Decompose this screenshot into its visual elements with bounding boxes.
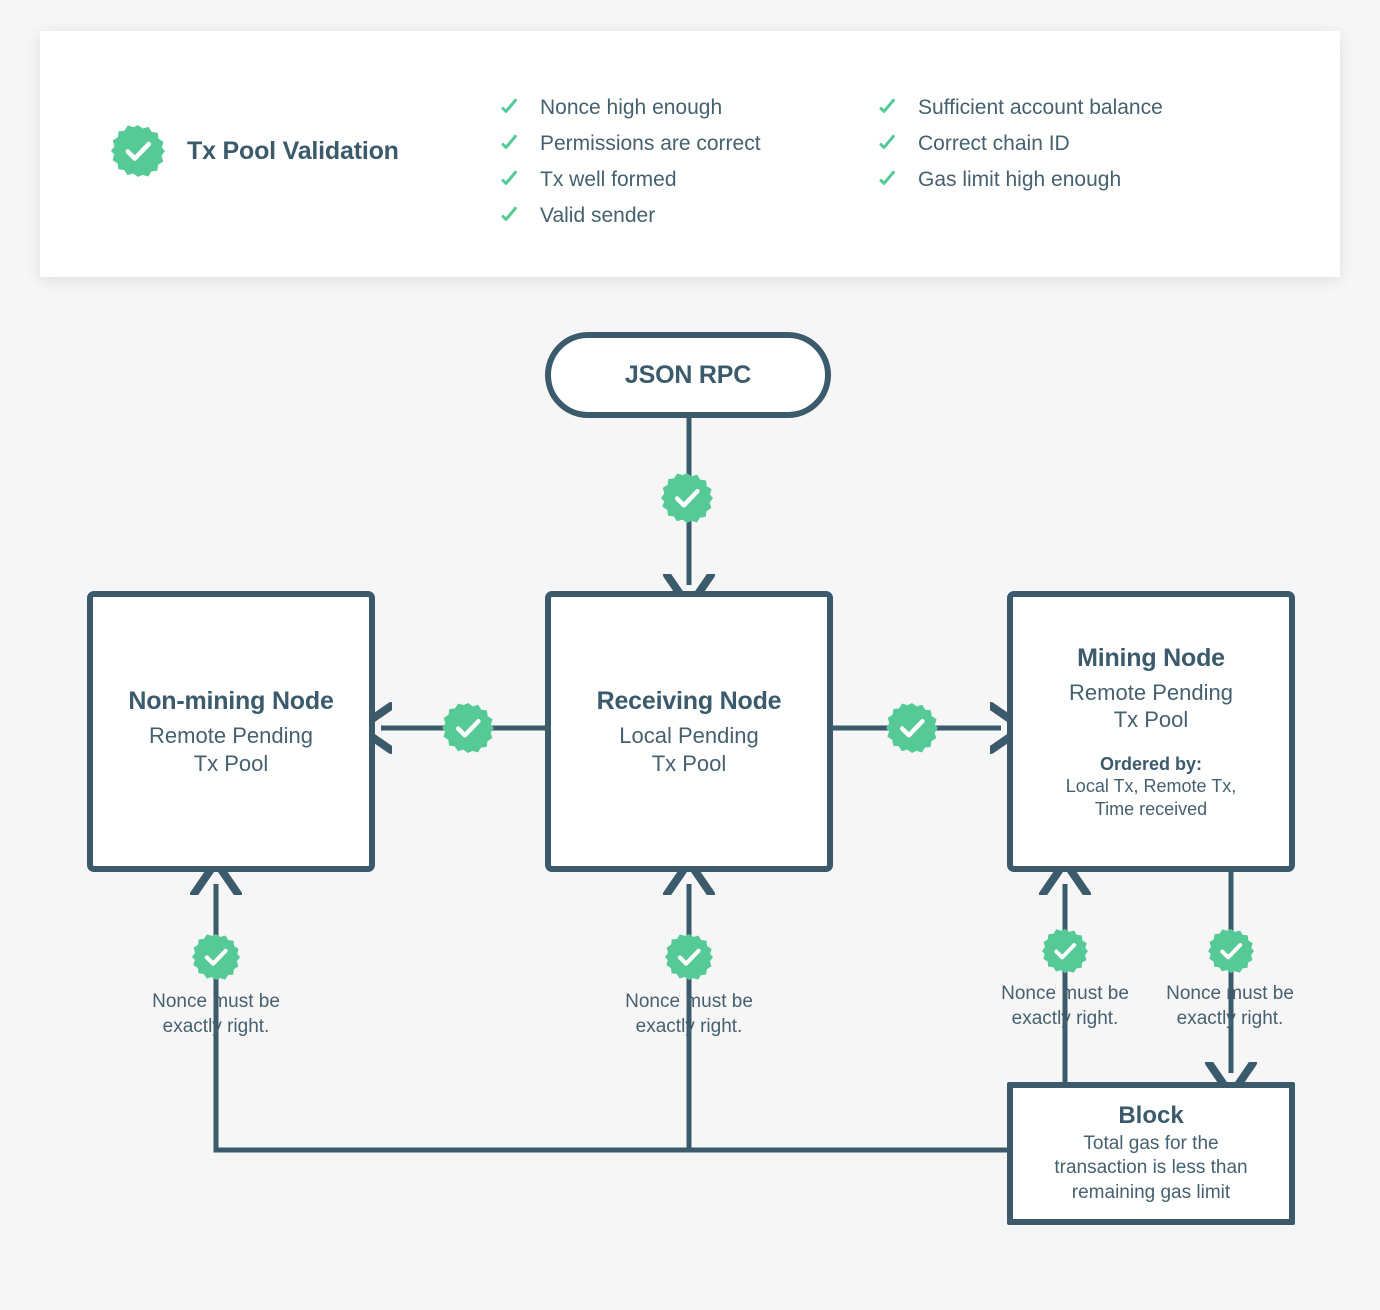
nonce-caption-line-2: exactly right. (1176, 1007, 1284, 1029)
check-seal-icon-feedback-receiving (665, 933, 713, 981)
node-non-mining-title: Non-mining Node (128, 687, 334, 715)
check-icon (500, 97, 520, 117)
validation-item-label: Sufficient account balance (918, 95, 1163, 119)
node-non-mining[interactable]: Non-mining Node Remote Pending Tx Pool (87, 591, 375, 872)
node-block-subtitle-line-1: Total gas for the (1083, 1133, 1219, 1155)
node-block[interactable]: Block Total gas for the transaction is l… (1007, 1082, 1295, 1225)
node-mining-ordered-label: Ordered by: (1099, 753, 1203, 774)
validation-item-label: Nonce high enough (540, 95, 723, 119)
node-block-title: Block (1118, 1102, 1184, 1130)
node-json-rpc-title: JSON RPC (624, 361, 752, 389)
check-icon (878, 97, 898, 117)
validation-list-column-2: Sufficient account balance Correct chain… (878, 89, 1163, 197)
node-block-subtitle-line-3: remaining gas limit (1071, 1181, 1231, 1203)
check-icon (500, 133, 520, 153)
validation-item: Tx well formed (500, 161, 761, 197)
nonce-caption-line-1: Nonce must be (625, 991, 753, 1012)
node-json-rpc[interactable]: JSON RPC (545, 332, 831, 418)
node-mining-subtitle-line-2: Tx Pool (1113, 707, 1189, 733)
validation-item-label: Permissions are correct (540, 131, 761, 155)
validation-item-label: Tx well formed (540, 167, 677, 191)
node-mining-ordered-values: Local Tx, Remote Tx, Time received (1066, 775, 1236, 820)
nonce-caption-line-1: Nonce must be (1001, 983, 1129, 1004)
check-icon (878, 169, 898, 189)
check-seal-icon-mining-edge (886, 702, 938, 754)
node-mining-title: Mining Node (1077, 643, 1225, 672)
node-non-mining-subtitle-line-1: Remote Pending (149, 723, 313, 748)
nonce-caption-line-2: exactly right. (635, 1015, 743, 1037)
nonce-caption-line-2: exactly right. (1011, 1007, 1119, 1029)
nonce-caption-receiving: Nonce must be exactly right. (589, 990, 789, 1039)
nonce-caption-non-mining: Nonce must be exactly right. (116, 990, 316, 1039)
node-receiving[interactable]: Receiving Node Local Pending Tx Pool (545, 591, 833, 872)
node-receiving-subtitle: Local Pending Tx Pool (619, 722, 758, 777)
check-seal-icon-non-mining-edge (442, 702, 494, 754)
validation-item: Correct chain ID (878, 125, 1163, 161)
validation-item-label: Gas limit high enough (918, 167, 1122, 191)
check-seal-icon-feedback-mining (1042, 928, 1088, 974)
validation-card-title: Tx Pool Validation (187, 136, 399, 165)
tx-pool-validation-card: Tx Pool Validation Nonce high enough Per… (40, 31, 1340, 277)
nonce-caption-line-2: exactly right. (162, 1015, 270, 1037)
nonce-caption-mining-left: Nonce must be exactly right. (965, 982, 1165, 1031)
validation-item: Nonce high enough (500, 89, 761, 125)
check-seal-icon-mining-to-block (1208, 928, 1254, 974)
validation-item: Sufficient account balance (878, 89, 1163, 125)
node-non-mining-subtitle-line-2: Tx Pool (193, 750, 269, 776)
node-block-subtitle-line-2: transaction is less than (1054, 1157, 1248, 1179)
nonce-caption-line-1: Nonce must be (152, 991, 280, 1012)
node-non-mining-subtitle: Remote Pending Tx Pool (149, 722, 313, 777)
nonce-caption-mining-right: Nonce must be exactly right. (1130, 982, 1330, 1031)
node-mining-subtitle: Remote Pending Tx Pool (1069, 679, 1233, 734)
node-receiving-title: Receiving Node (596, 687, 782, 715)
node-receiving-subtitle-line-2: Tx Pool (651, 750, 727, 776)
validation-item: Permissions are correct (500, 125, 761, 161)
node-block-subtitle: Total gas for the transaction is less th… (1054, 1132, 1247, 1205)
node-mining-ordered-line-1: Local Tx, Remote Tx, (1065, 776, 1237, 797)
validation-card-heading: Tx Pool Validation (111, 124, 399, 178)
check-seal-icon (111, 124, 165, 178)
node-receiving-subtitle-line-1: Local Pending (619, 723, 759, 748)
node-mining-subtitle-line-1: Remote Pending (1069, 679, 1233, 705)
check-seal-icon-jsonrpc-edge (661, 472, 713, 524)
nonce-caption-line-1: Nonce must be (1166, 983, 1294, 1004)
validation-item-label: Correct chain ID (918, 131, 1070, 155)
check-icon (500, 169, 520, 189)
validation-list-column-1: Nonce high enough Permissions are correc… (500, 89, 761, 233)
node-mining[interactable]: Mining Node Remote Pending Tx Pool Order… (1007, 591, 1295, 872)
validation-item-label: Valid sender (540, 203, 656, 227)
validation-item: Valid sender (500, 197, 761, 233)
check-icon (500, 205, 520, 225)
check-icon (878, 133, 898, 153)
validation-item: Gas limit high enough (878, 161, 1163, 197)
node-mining-ordered-line-2: Time received (1094, 798, 1208, 819)
check-seal-icon-feedback-non-mining (192, 933, 240, 981)
